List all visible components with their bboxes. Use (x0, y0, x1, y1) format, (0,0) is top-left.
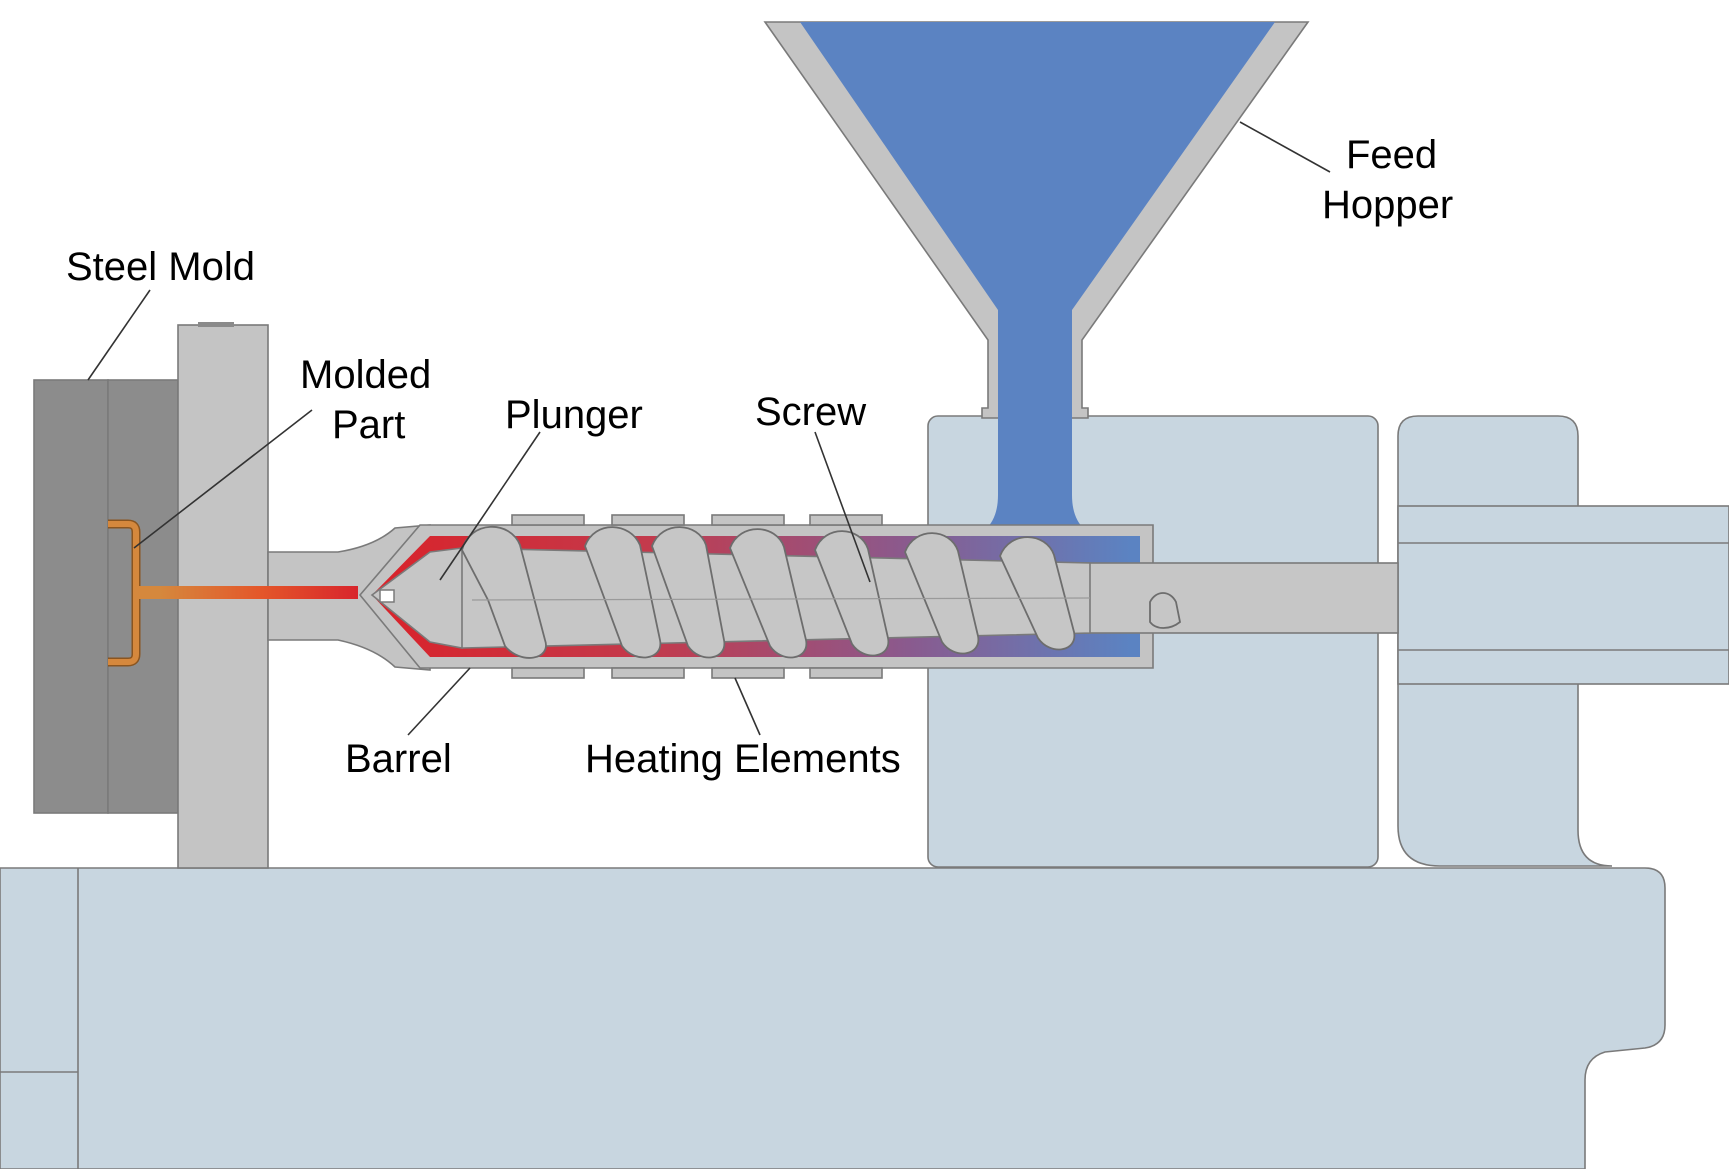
label-molded-part-line1: Molded (300, 353, 431, 397)
label-feed-hopper-line1: Feed (1346, 133, 1437, 177)
labels: Steel Mold Molded Part Plunger Screw Fee… (66, 133, 1453, 781)
label-heating-elements: Heating Elements (585, 737, 901, 781)
leader-molded-part (133, 409, 313, 549)
machine-base (0, 867, 1666, 1169)
label-steel-mold: Steel Mold (66, 245, 255, 289)
label-molded-part-line2: Part (332, 403, 405, 447)
leader-heating-elements (734, 677, 761, 736)
label-barrel: Barrel (345, 737, 452, 781)
leader-feed-hopper (1239, 121, 1331, 173)
label-plunger: Plunger (505, 393, 643, 437)
feed-hopper (763, 21, 1310, 540)
leader-barrel (407, 667, 471, 736)
leader-plunger (439, 431, 541, 581)
heating-elements (511, 514, 883, 679)
screw (370, 525, 1399, 659)
leader-screw (814, 431, 871, 583)
leader-lines (87, 121, 1331, 736)
leader-steel-mold (87, 289, 151, 381)
label-screw: Screw (755, 390, 866, 434)
label-feed-hopper-line2: Hopper (1322, 183, 1453, 227)
